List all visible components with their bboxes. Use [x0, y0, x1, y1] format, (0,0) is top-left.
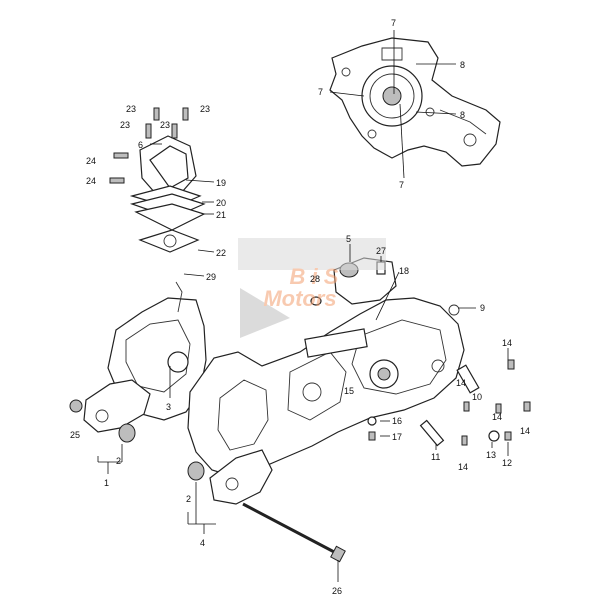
callout: 27	[376, 246, 386, 256]
callout: 5	[346, 234, 351, 244]
bolt-14c	[495, 403, 502, 414]
bolt-14a	[507, 359, 515, 370]
callout: 23	[160, 120, 170, 130]
bolt-12	[504, 431, 512, 441]
bushing-right	[187, 461, 205, 481]
callout: 26	[332, 586, 342, 596]
callout: 20	[216, 198, 226, 208]
washer-16	[367, 416, 377, 426]
long-bolt-26	[242, 502, 339, 556]
callout: 1	[104, 478, 109, 488]
callout: 7	[318, 87, 323, 97]
callout: 25	[70, 430, 80, 440]
callout: 9	[480, 303, 485, 313]
callout: 2	[116, 456, 121, 466]
bolt-14b	[463, 401, 470, 412]
callout: 6	[138, 140, 143, 150]
callout: 23	[200, 104, 210, 114]
callout: 24	[86, 176, 96, 186]
callout: 23	[120, 120, 130, 130]
watermark-triangle	[240, 288, 290, 338]
callout: 8	[460, 110, 465, 120]
callout: 14	[456, 378, 466, 388]
callout: 14	[458, 462, 468, 472]
callout: 29	[206, 272, 216, 282]
reed-valve-assembly	[109, 107, 206, 253]
small-parts	[69, 261, 531, 563]
callout: 28	[310, 274, 320, 284]
callout: 21	[216, 210, 226, 220]
callout: 10	[472, 392, 482, 402]
callout: 13	[486, 450, 496, 460]
main-crankcase	[187, 257, 465, 505]
callout: 7	[399, 180, 404, 190]
callout: 24	[86, 156, 96, 166]
callout: 14	[502, 338, 512, 348]
bolt-17	[368, 431, 376, 441]
bushing-left	[118, 423, 136, 443]
dowel	[310, 296, 322, 306]
callout: 2	[186, 494, 191, 504]
callout: 3	[166, 402, 171, 412]
crankcase-cover-plate	[329, 37, 501, 167]
callout: 15	[344, 386, 354, 396]
watermark: B i S Motors	[238, 238, 386, 338]
callout: 22	[216, 248, 226, 258]
watermark-line-2: Motors	[263, 286, 336, 311]
callout: 8	[460, 60, 465, 70]
watermark-line-1: B i S	[290, 264, 339, 289]
callout: 17	[392, 432, 402, 442]
watermark-bar	[238, 238, 386, 270]
callout: 19	[216, 178, 226, 188]
long-bolt-head	[330, 545, 346, 563]
callout: 4	[200, 538, 205, 548]
washer-13	[488, 430, 500, 442]
stud-10	[456, 364, 480, 394]
callout: 16	[392, 416, 402, 426]
callout: 18	[399, 266, 409, 276]
callout: 11	[431, 452, 440, 462]
callout: 14	[520, 426, 530, 436]
callout: 12	[502, 458, 512, 468]
leader-lines	[97, 30, 509, 582]
nut-left	[69, 399, 83, 413]
bolt-14e	[461, 435, 468, 446]
bolt-14d	[523, 401, 531, 412]
left-crankcase-half	[83, 281, 207, 433]
callout: 14	[492, 412, 502, 422]
callout: 7	[391, 18, 396, 28]
callout-labels: 7 8 7 8 7 23 23 23 23 6 24 24 19 20 21 2…	[70, 18, 530, 596]
stud-11	[419, 419, 445, 447]
callout: 23	[126, 104, 136, 114]
